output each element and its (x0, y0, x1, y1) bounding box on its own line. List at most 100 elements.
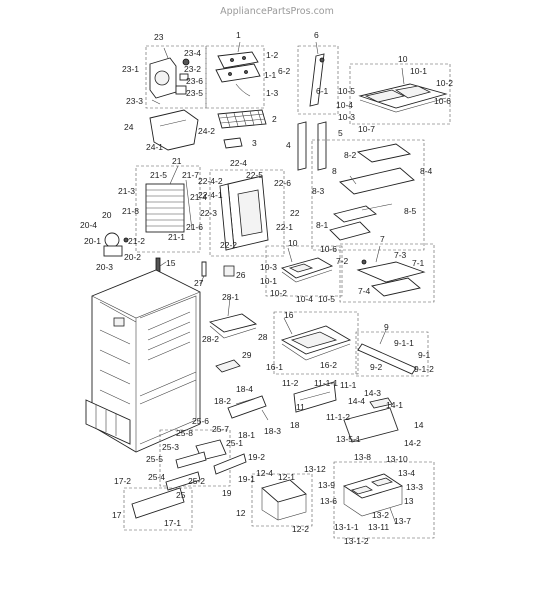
callout-22-4: 22-4 (230, 158, 247, 168)
callout-23-1: 23-1 (122, 64, 139, 74)
callout-10-3-mid: 10-3 (260, 262, 277, 272)
callout-17-1: 17-1 (164, 518, 181, 528)
callout-11-1: 11-1 (340, 380, 357, 390)
callout-20-2: 20-2 (124, 252, 141, 262)
callout-labels: 23 23-4 23-1 23-2 23-6 23-5 23-3 1 1-2 1… (80, 30, 453, 546)
callout-23-4: 23-4 (184, 48, 201, 58)
callout-14: 14 (414, 420, 424, 430)
callout-25-8: 25-8 (176, 428, 193, 438)
callout-8-3: 8-3 (312, 186, 325, 196)
callout-13-2: 13-2 (372, 510, 389, 520)
callout-12-2: 12-2 (292, 524, 309, 534)
callout-25: 25 (176, 490, 186, 500)
callout-24-1: 24-1 (146, 142, 163, 152)
callout-21-1: 21-1 (168, 232, 185, 242)
callout-1: 1 (236, 30, 241, 40)
callout-23-5: 23-5 (186, 88, 203, 98)
callout-16: 16 (284, 310, 294, 320)
callout-5: 5 (338, 128, 343, 138)
callout-8-2: 8-2 (344, 150, 357, 160)
callout-13: 13 (404, 496, 414, 506)
leader-lines (159, 41, 405, 525)
callout-3: 3 (252, 138, 257, 148)
part-group-6 (297, 45, 339, 115)
part-group-20 (103, 232, 129, 257)
callout-26: 26 (236, 270, 246, 280)
callout-13-10: 13-10 (386, 454, 408, 464)
callout-14-3: 14-3 (364, 388, 381, 398)
callout-18-1: 18-1 (238, 430, 255, 440)
callout-10-6-mid: 10-6 (320, 244, 337, 254)
callout-13-4: 13-4 (398, 468, 415, 478)
part-24-duct (149, 109, 199, 151)
callout-22-4-2: 22-4-2 (198, 176, 223, 186)
callout-25-3: 25-3 (162, 442, 179, 452)
part-2-grille (217, 109, 267, 129)
callout-10-4-top: 10-4 (336, 100, 353, 110)
site-watermark: AppliancePartsPros.com (220, 6, 334, 17)
callout-13-11: 13-11 (368, 522, 389, 532)
callout-10-4-mid: 10-4 (296, 294, 313, 304)
part-group-14-basket (343, 397, 399, 443)
callout-20-3: 20-3 (96, 262, 113, 272)
callout-27: 27 (194, 278, 204, 288)
callout-22-4-1: 22-4-1 (198, 190, 223, 200)
callout-7: 7 (380, 234, 385, 244)
callout-14-4: 14-4 (348, 396, 365, 406)
callout-10-6-top: 10-6 (434, 96, 451, 106)
callout-11-1-1: 11-1-1 (314, 378, 338, 388)
callout-9: 9 (384, 322, 389, 332)
callout-8-1: 8-1 (316, 220, 329, 230)
callout-23-2: 23-2 (184, 64, 201, 74)
part-group-25 (159, 429, 231, 491)
callout-9-1: 9-1 (418, 350, 431, 360)
callout-13-3: 13-3 (406, 482, 423, 492)
callout-1-2: 1-2 (266, 50, 279, 60)
callout-22-3: 22-3 (200, 208, 217, 218)
callout-10-3-top: 10-3 (338, 112, 355, 122)
callout-12-1: 12-1 (278, 472, 295, 482)
part-group-10-top (349, 63, 451, 125)
callout-18: 18 (290, 420, 300, 430)
callout-18-3: 18-3 (264, 426, 281, 436)
callout-9-1-2: 9-1-2 (414, 364, 434, 374)
callout-10-5-top: 10-5 (338, 86, 355, 96)
callout-10-2-mid: 10-2 (270, 288, 287, 298)
callout-20-1: 20-1 (84, 236, 101, 246)
callout-19-1: 19-1 (238, 474, 255, 484)
callout-23: 23 (154, 32, 164, 42)
callout-28-2: 28-2 (202, 334, 219, 344)
callout-10-2-top: 10-2 (436, 78, 453, 88)
callout-25-5: 25-5 (146, 454, 163, 464)
part-29 (215, 359, 241, 373)
callout-6-1: 6-1 (316, 86, 329, 96)
callout-6-2: 6-2 (278, 66, 291, 76)
callout-11: 11 (296, 402, 305, 412)
callout-8-5: 8-5 (404, 206, 417, 216)
callout-7-3: 7-3 (394, 250, 407, 260)
callout-16-1: 16-1 (266, 362, 283, 372)
callout-13-12: 13-12 (304, 464, 326, 474)
callout-25-7: 25-7 (212, 424, 229, 434)
callout-10-mid: 10 (288, 238, 298, 248)
part-group-23 (145, 45, 207, 109)
callout-13-7: 13-7 (394, 516, 411, 526)
callout-18-4: 18-4 (236, 384, 253, 394)
callout-29: 29 (242, 350, 252, 360)
callout-10-5-mid: 10-5 (318, 294, 335, 304)
part-group-18 (227, 395, 267, 419)
callout-10-7: 10-7 (358, 124, 375, 134)
callout-6: 6 (314, 30, 319, 40)
callout-19-2: 19-2 (248, 452, 265, 462)
callout-21: 21 (172, 156, 182, 166)
callout-21-7: 21-7 (182, 170, 199, 180)
callout-19: 19 (222, 488, 232, 498)
callout-16-2: 16-2 (320, 360, 337, 370)
callout-13-6: 13-6 (320, 496, 337, 506)
callout-7-2: 7-2 (336, 256, 349, 266)
callout-4: 4 (286, 140, 291, 150)
part-group-1 (205, 45, 265, 109)
cabinet-body (85, 269, 201, 453)
callout-21-5: 21-5 (150, 170, 167, 180)
